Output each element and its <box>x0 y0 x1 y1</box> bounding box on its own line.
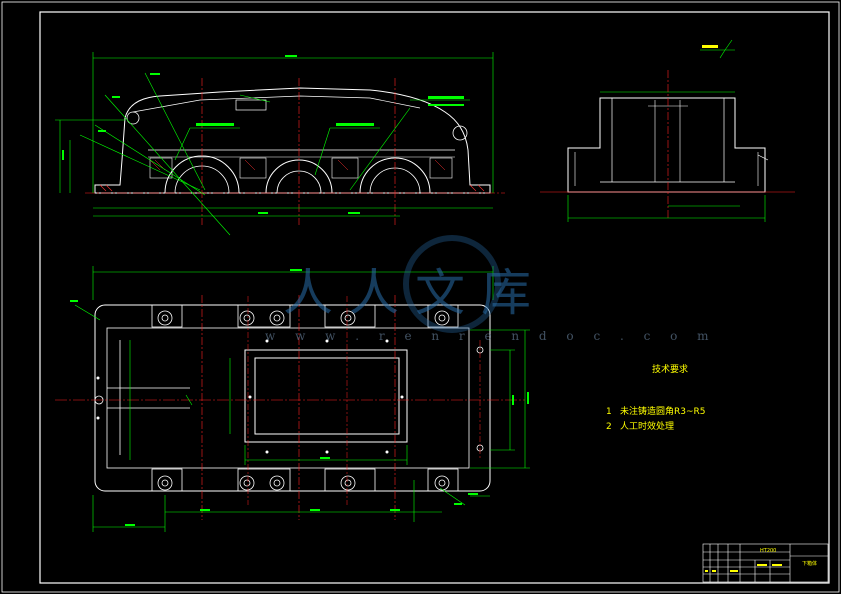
technical-requirements-title: 技术要求 <box>652 365 689 375</box>
requirement-text: 人工时效处理 <box>620 422 675 432</box>
title-block-material: HT200 <box>760 548 777 554</box>
title-block-cells <box>705 564 782 572</box>
side-view <box>540 39 795 222</box>
top-view <box>55 266 530 532</box>
technical-requirement-item: 1 未注铸造圆角R3~R5 <box>606 405 706 420</box>
requirement-number: 2 <box>606 422 612 432</box>
title-block <box>702 543 829 583</box>
title-block-drawing-name: 下箱体 <box>802 561 818 567</box>
requirement-text: 未注铸造圆角R3~R5 <box>620 407 706 417</box>
technical-requirement-item: 2 人工时效处理 <box>606 420 674 435</box>
requirement-number: 1 <box>606 407 612 417</box>
drawing-frame-inner <box>39 11 830 584</box>
front-view <box>55 52 505 236</box>
